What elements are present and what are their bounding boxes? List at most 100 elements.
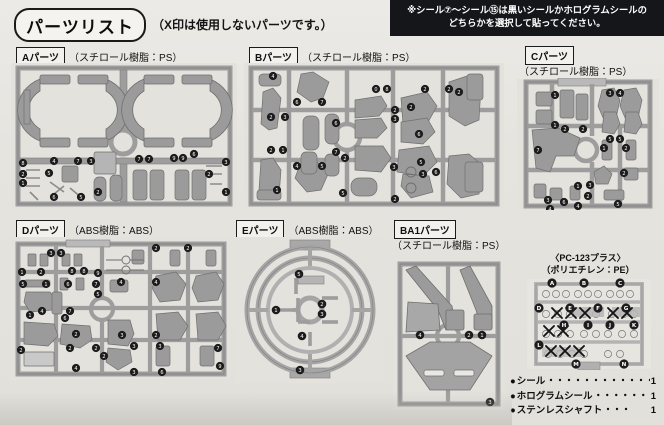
svg-text:5: 5 <box>47 171 50 177</box>
svg-text:3: 3 <box>49 251 52 257</box>
svg-text:7: 7 <box>137 157 140 163</box>
polycap-name: 〈PC-123プラス〉 <box>550 253 626 263</box>
svg-text:2: 2 <box>102 354 105 360</box>
svg-text:5: 5 <box>96 292 99 298</box>
page-bottom-shade <box>0 391 512 425</box>
svg-text:3: 3 <box>320 312 323 318</box>
svg-text:2: 2 <box>96 190 99 196</box>
svg-text:3: 3 <box>132 344 135 350</box>
polycap-marker-l: L <box>534 340 544 350</box>
svg-text:2: 2 <box>186 246 189 252</box>
section-material-c-wrap: （スチロール樹脂：PS） <box>519 63 632 78</box>
runner-ba1: 4 2 1 3 <box>392 252 506 410</box>
svg-text:6: 6 <box>192 152 195 158</box>
svg-text:8: 8 <box>385 87 388 93</box>
svg-text:4: 4 <box>300 334 304 340</box>
legend-item: ● ステンレスシャフト ・・・ 1 <box>510 404 656 419</box>
polycap-marker-b: B <box>579 278 589 288</box>
polycap-marker-g: G <box>621 303 631 313</box>
svg-text:1: 1 <box>576 184 579 190</box>
section-tag-ba1: BA1パーツ <box>394 220 456 239</box>
svg-text:1: 1 <box>44 282 47 288</box>
section-material-b: （スチロール樹脂：PS） <box>302 53 416 64</box>
svg-text:9: 9 <box>218 364 221 370</box>
svg-text:2: 2 <box>39 270 42 276</box>
svg-text:1: 1 <box>553 93 556 99</box>
svg-text:3: 3 <box>158 344 161 350</box>
polycap-marker-m: M <box>571 359 581 369</box>
polycap-marker-j: J <box>605 320 615 330</box>
svg-text:4: 4 <box>52 159 55 165</box>
svg-text:8: 8 <box>21 161 24 167</box>
legend-item: ● ホログラムシール ・・・・・・ 1 <box>510 390 656 405</box>
legend-name: ホログラムシール <box>516 390 593 402</box>
svg-text:2: 2 <box>622 171 625 177</box>
svg-text:A: A <box>550 281 555 287</box>
section-material-e: （ABS樹脂：ABS） <box>288 226 379 237</box>
svg-text:5: 5 <box>618 137 621 143</box>
svg-text:2: 2 <box>423 87 426 93</box>
svg-text:C: C <box>618 281 622 287</box>
page-title-note: （X印は使用しないパーツです。） <box>152 18 333 32</box>
svg-text:3: 3 <box>608 91 611 97</box>
section-material-ba1-wrap: （スチロール樹脂：PS） <box>392 237 505 252</box>
runner-d: 1 2 3 3 8 8 9 5 1 6 7 5 4 1 7 6 2 2 2 2 <box>10 236 232 380</box>
legend-bullet: ● <box>510 375 516 387</box>
svg-text:7: 7 <box>76 159 79 165</box>
accessory-legend: ● シール ・・・・・・・・・・・・・ 1 ● ホログラムシール ・・・・・・ … <box>510 375 656 419</box>
polycap-marker-h: H <box>559 320 569 330</box>
section-label-ba1: BA1パーツ <box>394 220 460 239</box>
svg-text:8: 8 <box>82 269 85 275</box>
svg-text:9: 9 <box>181 156 184 162</box>
svg-text:2: 2 <box>74 332 77 338</box>
svg-text:2: 2 <box>586 194 589 200</box>
svg-text:6: 6 <box>334 121 337 127</box>
svg-text:2: 2 <box>94 346 97 352</box>
svg-text:4: 4 <box>576 204 579 210</box>
svg-text:3: 3 <box>392 165 395 171</box>
svg-text:4: 4 <box>618 91 621 97</box>
svg-text:1: 1 <box>20 270 23 276</box>
runner-b: 4 2 3 2 1 1 6 7 4 5 6 7 2 5 0 8 2 3 2 2 <box>243 62 505 210</box>
svg-text:6: 6 <box>63 316 66 322</box>
svg-text:D: D <box>537 306 542 312</box>
section-tag-c: Cパーツ <box>525 46 575 65</box>
svg-text:5: 5 <box>21 282 24 288</box>
svg-text:4: 4 <box>271 74 274 80</box>
svg-text:7: 7 <box>68 309 71 315</box>
svg-text:6: 6 <box>562 200 565 206</box>
svg-text:3: 3 <box>59 251 62 257</box>
svg-text:3: 3 <box>89 159 92 165</box>
svg-text:5: 5 <box>79 195 82 201</box>
svg-text:1: 1 <box>274 308 277 314</box>
svg-text:0: 0 <box>374 87 377 93</box>
svg-text:F: F <box>596 306 600 312</box>
svg-text:1: 1 <box>275 188 278 194</box>
polycap-marker-c: C <box>615 278 625 288</box>
svg-text:7: 7 <box>94 282 97 288</box>
legend-name: ステンレスシャフト <box>516 405 603 417</box>
svg-text:K: K <box>632 323 637 329</box>
svg-text:2: 2 <box>207 172 210 178</box>
svg-text:2: 2 <box>447 87 450 93</box>
legend-qty: 1 <box>650 375 656 387</box>
svg-text:2: 2 <box>409 105 412 111</box>
svg-text:I: I <box>587 323 589 329</box>
svg-text:1: 1 <box>553 123 556 129</box>
polycap-marker-a: A <box>547 278 557 288</box>
section-label-c: Cパーツ <box>525 46 578 65</box>
svg-text:N: N <box>622 362 627 368</box>
svg-text:L: L <box>537 343 541 349</box>
svg-text:7: 7 <box>536 148 539 154</box>
legend-leader: ・・・・・・・・・・・・・ <box>546 375 649 387</box>
svg-text:7: 7 <box>216 346 219 352</box>
runner-a: 8 2 1 5 4 6 5 7 3 2 7 7 9 9 6 2 3 1 <box>10 62 238 210</box>
svg-text:M: M <box>573 362 579 368</box>
svg-text:4: 4 <box>418 333 422 339</box>
polycap-marker-d: D <box>534 303 544 313</box>
svg-text:2: 2 <box>320 302 323 308</box>
svg-text:G: G <box>624 306 629 312</box>
svg-text:4: 4 <box>40 309 43 315</box>
svg-text:6: 6 <box>66 282 69 288</box>
svg-text:6: 6 <box>160 370 163 376</box>
